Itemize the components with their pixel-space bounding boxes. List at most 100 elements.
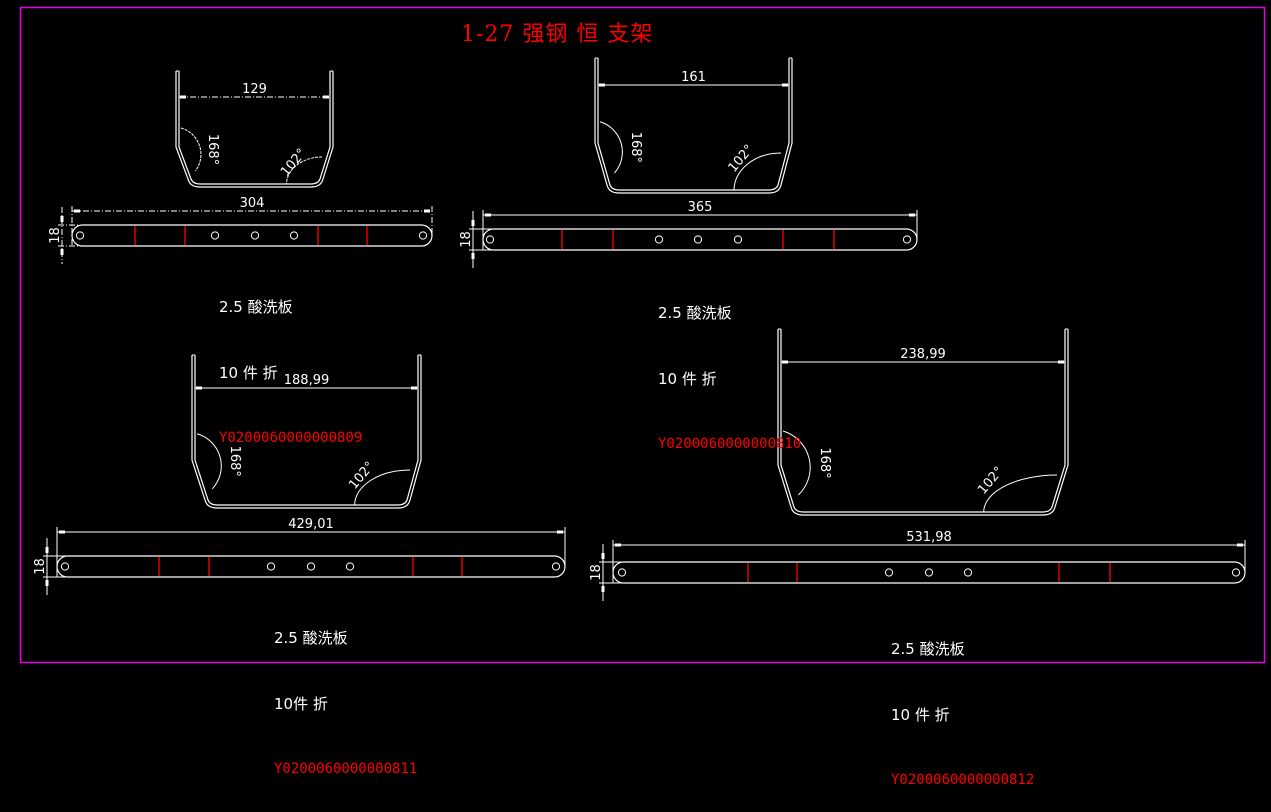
dimension-arrow xyxy=(601,586,605,592)
dimension-arrow xyxy=(909,213,915,217)
mounting-hole xyxy=(733,235,743,244)
flat-blank-outline xyxy=(482,228,918,251)
angle-arc-168 xyxy=(782,430,811,496)
blank-width-label: 18 xyxy=(459,231,474,248)
angle-arc-168 xyxy=(180,127,202,172)
dimension-arrow xyxy=(74,209,80,213)
mounting-hole xyxy=(289,231,299,240)
dimension-arrow xyxy=(411,386,417,390)
mounting-hole xyxy=(924,568,934,577)
dimension-arrow xyxy=(59,530,65,534)
angle-arc-102 xyxy=(354,469,411,506)
blank-width-label: 18 xyxy=(48,227,63,244)
mounting-hole xyxy=(551,562,561,571)
bracket-profile-outer xyxy=(594,58,793,194)
mounting-hole xyxy=(884,568,894,577)
part-4-material: 2.5 酸洗板 xyxy=(891,640,965,658)
dimension-arrow xyxy=(471,220,475,226)
dimension-arrow xyxy=(180,95,186,99)
dimension-arrow xyxy=(782,83,788,87)
mounting-hole xyxy=(266,562,276,571)
bracket-profile-outer xyxy=(777,329,1069,516)
part-1-notes: 2.5 酸洗板 10 件 折 Y0200060000000809 xyxy=(219,252,362,470)
part-2-quantity: 10 件 折 xyxy=(658,370,717,388)
angle-arc-102 xyxy=(733,152,782,191)
bracket-profile-inner xyxy=(597,58,790,191)
mounting-hole xyxy=(617,568,627,577)
part-3-quantity: 10件 折 xyxy=(274,695,328,713)
bracket-profile-outer xyxy=(191,355,422,509)
angle-label-102: 102° xyxy=(975,464,1007,498)
mounting-hole xyxy=(485,235,495,244)
angle-label-168: 168° xyxy=(227,446,242,477)
mounting-hole xyxy=(902,235,912,244)
part-3-code: Y0200060000000811 xyxy=(274,761,418,777)
part-3-notes: 2.5 酸洗板 10件 折 Y0200060000000811 xyxy=(274,583,417,801)
mounting-hole xyxy=(60,562,70,571)
drawing-frame xyxy=(19,6,1266,664)
angle-arc-102 xyxy=(983,474,1058,513)
mounting-hole xyxy=(1231,568,1241,577)
dimension-arrow xyxy=(1058,360,1064,364)
dimension-arrow xyxy=(323,95,329,99)
part-4-quantity: 10 件 折 xyxy=(891,706,950,724)
flat-blank-outline xyxy=(612,561,1246,584)
inner-width-label: 161 xyxy=(681,70,706,85)
mounting-hole xyxy=(210,231,220,240)
dimension-arrow xyxy=(60,216,64,222)
part-2-code: Y0200060000000810 xyxy=(658,436,802,452)
inner-width-label: 129 xyxy=(242,82,267,97)
dimension-arrow xyxy=(45,580,49,586)
mounting-hole xyxy=(418,231,428,240)
mounting-hole xyxy=(250,231,260,240)
angle-label-168: 168° xyxy=(628,132,643,163)
mounting-hole xyxy=(345,562,355,571)
inner-width-label: 238,99 xyxy=(900,347,946,362)
dimension-arrow xyxy=(471,253,475,259)
mounting-hole xyxy=(306,562,316,571)
bracket-profile-outer xyxy=(175,71,334,188)
part-2-material: 2.5 酸洗板 xyxy=(658,304,732,322)
mounting-hole xyxy=(75,231,85,240)
dimension-arrow xyxy=(196,386,202,390)
part-4-drawing: 238,99 168° 102° 531,98 18 xyxy=(589,328,1246,601)
dimension-arrow xyxy=(601,553,605,559)
dimension-arrow xyxy=(557,530,563,534)
drawing-canvas[interactable]: 129 168° 102° 304 18 161 168° 102° 365 18 188,99 16… xyxy=(0,0,1271,671)
mounting-hole xyxy=(963,568,973,577)
bracket-profile-inner xyxy=(780,329,1066,513)
angle-arc-168 xyxy=(599,121,623,174)
angle-arc-168 xyxy=(196,433,222,490)
blank-length-label: 531,98 xyxy=(906,530,952,545)
part-4-notes: 2.5 酸洗板 10 件 折 Y0200060000000812 xyxy=(891,594,1034,812)
part-2-notes: 2.5 酸洗板 10 件 折 Y0200060000000810 xyxy=(658,258,801,476)
mounting-hole xyxy=(654,235,664,244)
flat-blank-outline xyxy=(56,555,566,578)
angle-arc-102 xyxy=(286,156,323,185)
angle-label-102: 102° xyxy=(278,146,310,180)
blank-length-label: 304 xyxy=(240,196,265,211)
dimension-arrow xyxy=(782,360,788,364)
dimension-arrow xyxy=(45,547,49,553)
part-3-material: 2.5 酸洗板 xyxy=(274,629,348,647)
drawing-title: 1-27 强钢 恒 支架 xyxy=(461,22,654,47)
angle-label-168: 168° xyxy=(817,447,832,478)
dimension-arrow xyxy=(60,249,64,255)
bracket-profile-inner xyxy=(178,71,331,185)
dimension-arrow xyxy=(599,83,605,87)
part-1-material: 2.5 酸洗板 xyxy=(219,298,293,316)
dimension-arrow xyxy=(1237,543,1243,547)
angle-label-168: 168° xyxy=(205,134,220,165)
part-1-code: Y0200060000000809 xyxy=(219,430,363,446)
dimension-arrow xyxy=(424,209,430,213)
part-1-quantity: 10 件 折 xyxy=(219,364,278,382)
part-1-drawing: 129 168° 102° 304 18 xyxy=(48,70,433,264)
blank-length-label: 429,01 xyxy=(288,517,334,532)
mounting-hole xyxy=(693,235,703,244)
bracket-profile-inner xyxy=(194,355,419,506)
blank-width-label: 18 xyxy=(589,564,604,581)
inner-width-label: 188,99 xyxy=(284,373,330,388)
flat-blank-outline xyxy=(71,224,433,247)
blank-length-label: 365 xyxy=(688,200,713,215)
